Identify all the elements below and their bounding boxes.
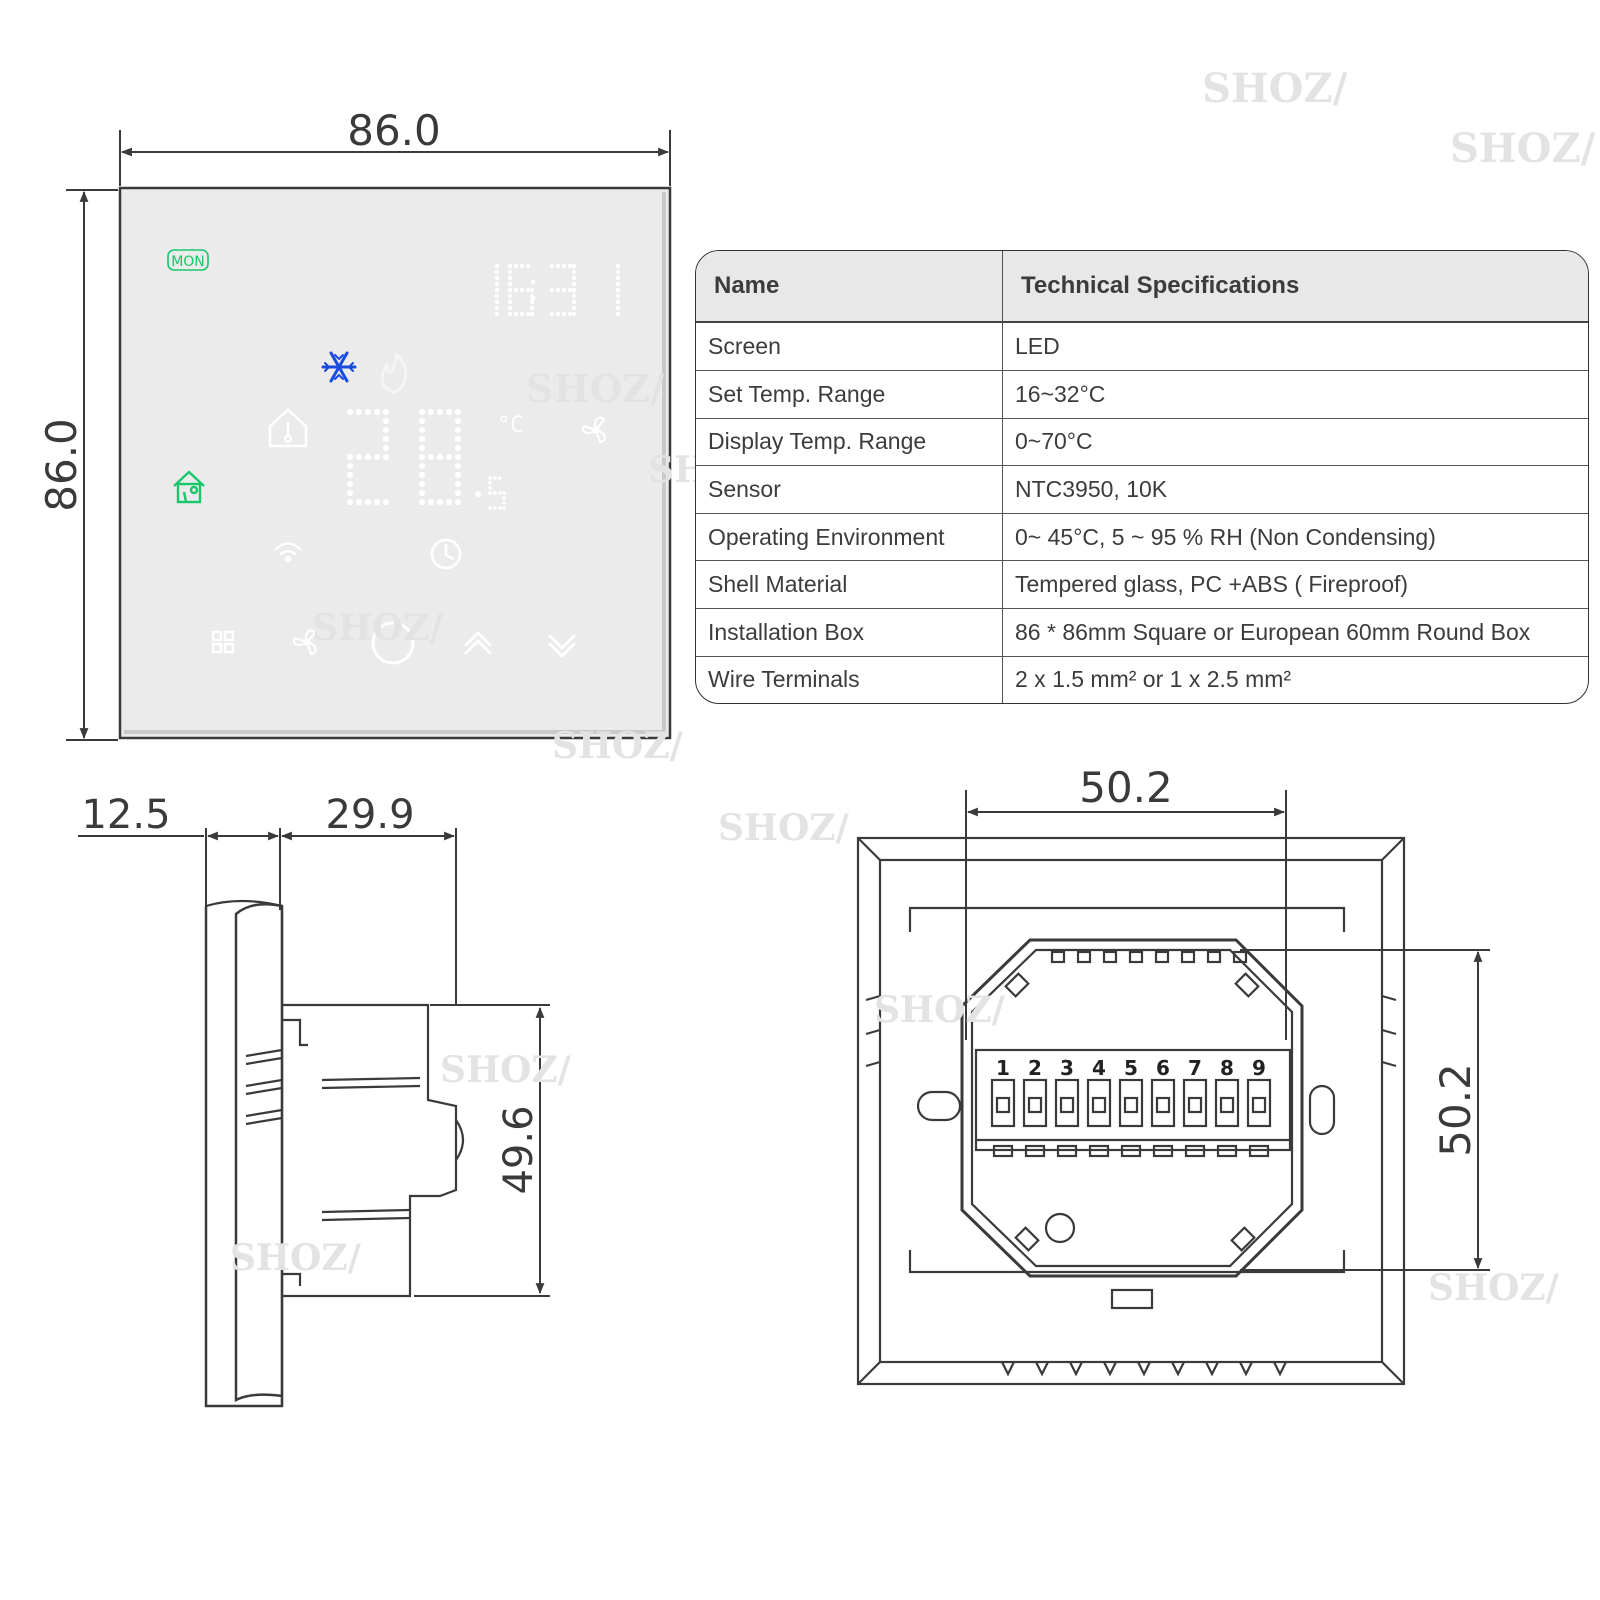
width-dimension-label: 86.0 — [347, 106, 441, 155]
led-digit — [418, 408, 462, 506]
spec-name: Screen — [696, 322, 1003, 371]
time-colon — [530, 279, 536, 285]
terminal-number: 1 — [996, 1056, 1010, 1080]
spec-value: 86 * 86mm Square or European 60mm Round … — [1002, 608, 1588, 657]
spec-name: Display Temp. Range — [696, 417, 1003, 466]
spec-name: Sensor — [696, 465, 1003, 514]
temperature-unit: °C — [497, 413, 524, 438]
spec-name: Set Temp. Range — [696, 369, 1003, 419]
watermark-text: SHOZ/ — [1428, 1267, 1560, 1309]
terminal-number: 7 — [1188, 1056, 1202, 1080]
led-digit — [346, 408, 390, 506]
terminal-screw — [1118, 1078, 1144, 1158]
depth-back-label: 29.9 — [325, 792, 414, 838]
clock-icon — [430, 538, 462, 570]
spec-name: Shell Material — [696, 560, 1003, 609]
power-button-icon[interactable] — [371, 621, 415, 665]
arrow-down-icon[interactable] — [548, 634, 576, 659]
terminal-screw — [990, 1078, 1016, 1158]
table-row: Screen LED — [696, 322, 1588, 371]
spec-name: Installation Box — [696, 608, 1003, 657]
terminal-screw — [1150, 1078, 1176, 1158]
led-digit — [494, 263, 500, 317]
table-row: Set Temp. Range 16~32°C — [696, 369, 1588, 419]
terminal-number: 8 — [1220, 1056, 1234, 1080]
front-view: 86.0 86.0 MON °C — [37, 106, 672, 741]
terminal-number: 2 — [1028, 1056, 1042, 1080]
day-badge: MON — [167, 249, 209, 271]
fan-speed-icon[interactable] — [293, 629, 317, 656]
side-height-label: 49.6 — [496, 1105, 542, 1194]
table-row: Wire Terminals 2 x 1.5 mm² or 1 x 2.5 mm… — [696, 655, 1588, 703]
watermark-text: SHOZ/ — [312, 607, 444, 649]
spec-value: 2 x 1.5 mm² or 1 x 2.5 mm² — [1002, 655, 1588, 703]
menu-grid-icon[interactable] — [211, 630, 235, 654]
watermark-text: SHOZ/ — [874, 989, 1006, 1031]
terminal-number: 3 — [1060, 1056, 1074, 1080]
spec-value: LED — [1015, 332, 1060, 359]
spec-table: Name Technical Specifications Screen LED… — [695, 250, 1589, 704]
led-digit — [507, 263, 535, 317]
home-thermometer-icon — [268, 408, 308, 448]
spec-name: Operating Environment — [696, 512, 1003, 561]
spec-value: 0~70°C — [1002, 417, 1588, 466]
led-digit — [549, 263, 577, 317]
terminal-screw — [1246, 1078, 1272, 1158]
terminal-number: 9 — [1252, 1056, 1266, 1080]
terminal-number: 6 — [1156, 1056, 1170, 1080]
time-colon — [530, 295, 536, 301]
watermark-text: SHOZ/ — [1450, 125, 1596, 172]
table-row: Installation Box 86 * 86mm Square or Eur… — [696, 608, 1588, 657]
side-view — [78, 828, 550, 1408]
back-width-label: 50.2 — [1079, 763, 1173, 812]
terminal-screw — [1022, 1078, 1048, 1158]
depth-front-label: 12.5 — [81, 792, 170, 838]
flame-icon — [380, 350, 408, 394]
glass-panel — [118, 186, 672, 740]
table-row: Shell Material Tempered glass, PC +ABS (… — [696, 560, 1588, 609]
terminal-screw — [1214, 1078, 1240, 1158]
spec-header-value: Technical Specifications — [1002, 251, 1588, 323]
spec-header-name: Name — [696, 251, 1003, 323]
led-digit — [488, 476, 506, 510]
terminal-screw — [1182, 1078, 1208, 1158]
spec-value: Tempered glass, PC +ABS ( Fireproof) — [1002, 560, 1588, 609]
watermark-text: SHOZ/ — [718, 807, 850, 849]
height-dimension-label: 86.0 — [37, 418, 86, 512]
led-display — [346, 263, 621, 510]
snowflake-icon — [321, 351, 357, 383]
led-digit — [615, 263, 621, 317]
arrow-up-icon[interactable] — [464, 630, 492, 655]
fan-icon — [582, 416, 606, 444]
table-row: Sensor NTC3950, 10K — [696, 465, 1588, 514]
terminal-number: 4 — [1092, 1056, 1106, 1080]
terminal-screw — [1054, 1078, 1080, 1158]
away-home-icon — [173, 470, 205, 504]
watermark-text: SHOZ/ — [230, 1237, 362, 1279]
watermark-text: SHOZ/ — [440, 1049, 572, 1091]
watermark-text: SHOZ/ — [1202, 65, 1348, 112]
back-height-label: 50.2 — [1431, 1063, 1480, 1157]
watermark-text: SHOZ/ — [552, 725, 684, 767]
spec-value: 0~ 45°C, 5 ~ 95 % RH (Non Condensing) — [1002, 512, 1588, 561]
svg-text:MON: MON — [171, 254, 205, 270]
spec-value: NTC3950, 10K — [1002, 465, 1588, 514]
watermark-text: SHOZ/ — [526, 366, 664, 411]
spec-name: Wire Terminals — [696, 655, 1003, 703]
table-row: Display Temp. Range 0~70°C — [696, 417, 1588, 466]
spec-value: 16~32°C — [1002, 369, 1588, 419]
wifi-icon — [274, 542, 302, 563]
table-row: Operating Environment 0~ 45°C, 5 ~ 95 % … — [696, 512, 1588, 561]
decimal-point — [475, 491, 481, 497]
terminal-screw — [1086, 1078, 1112, 1158]
spec-header-row: Name Technical Specifications — [696, 251, 1588, 323]
terminal-number: 5 — [1124, 1056, 1138, 1080]
back-view — [856, 790, 1490, 1386]
